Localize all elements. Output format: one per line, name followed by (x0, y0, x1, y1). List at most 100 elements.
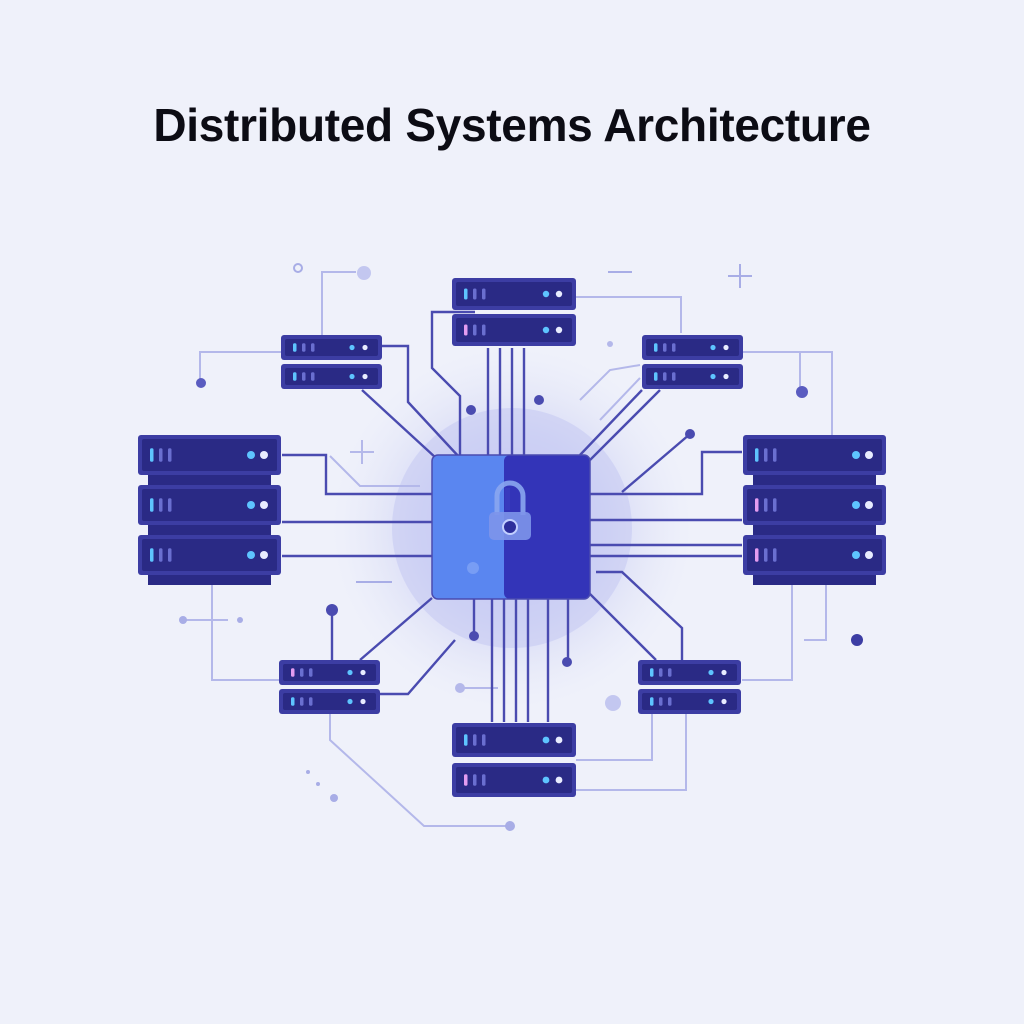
indicator-dot (260, 451, 268, 459)
server-unit (743, 435, 886, 475)
server-bottom-left (279, 660, 380, 714)
indicator-dot (710, 373, 716, 380)
status-led (293, 343, 297, 352)
indicator-dot (260, 551, 268, 559)
status-led (302, 372, 306, 381)
padlock-icon (489, 480, 531, 540)
status-led (293, 372, 297, 381)
status-led (764, 448, 768, 462)
status-led (302, 343, 306, 352)
status-led (482, 288, 486, 300)
status-led (659, 668, 663, 677)
status-led (168, 548, 172, 562)
status-led (300, 697, 304, 706)
status-led (159, 498, 163, 512)
central-secure-node (431, 454, 591, 600)
status-led (755, 548, 759, 562)
indicator-dot (362, 344, 368, 351)
indicator-dot (721, 669, 727, 676)
indicator-dot (555, 290, 563, 298)
indicator-dot (865, 551, 873, 559)
indicator-dot (708, 698, 714, 705)
indicator-dot (360, 669, 366, 676)
status-led (150, 498, 154, 512)
status-led (168, 448, 172, 462)
indicator-dot (360, 698, 366, 705)
status-led (291, 668, 295, 677)
status-led (473, 288, 477, 300)
indicator-dot (542, 736, 550, 744)
server-unit (138, 485, 281, 525)
page-title: Distributed Systems Architecture (153, 99, 871, 151)
indicator-dot (708, 669, 714, 676)
indicator-dot (555, 736, 563, 744)
status-led (668, 697, 672, 706)
status-led (755, 448, 759, 462)
server-unit (743, 485, 886, 525)
indicator-dot (247, 551, 255, 559)
status-led (668, 668, 672, 677)
status-led (311, 372, 315, 381)
server-unit (281, 364, 382, 389)
status-led (659, 697, 663, 706)
status-led (672, 372, 676, 381)
status-led (309, 697, 313, 706)
status-led (672, 343, 676, 352)
server-unit (279, 689, 380, 714)
status-led (650, 668, 654, 677)
indicator-dot (542, 326, 550, 334)
server-left (138, 435, 281, 585)
network-connectors (282, 310, 742, 722)
indicator-dot (347, 669, 353, 676)
server-unit (642, 335, 743, 360)
status-led (309, 668, 313, 677)
server-unit (638, 660, 741, 685)
status-led (773, 448, 777, 462)
indicator-dot (349, 344, 355, 351)
status-led (663, 343, 667, 352)
server-right (743, 435, 886, 585)
server-unit (138, 535, 281, 575)
status-led (773, 498, 777, 512)
indicator-dot (865, 451, 873, 459)
status-led (764, 498, 768, 512)
indicator-dot (865, 501, 873, 509)
status-led (150, 548, 154, 562)
status-led (482, 774, 486, 786)
indicator-dot (721, 698, 727, 705)
server-unit (452, 314, 576, 346)
status-led (654, 372, 658, 381)
decorative-dots (179, 263, 863, 831)
server-top-left (281, 335, 382, 389)
server-unit (743, 535, 886, 575)
status-led (663, 372, 667, 381)
status-led (482, 734, 486, 746)
status-led (473, 324, 477, 336)
server-unit (452, 278, 576, 310)
status-led (464, 288, 468, 300)
server-unit (138, 435, 281, 475)
indicator-dot (349, 373, 355, 380)
indicator-dot (542, 776, 550, 784)
indicator-dot (723, 373, 729, 380)
indicator-dot (723, 344, 729, 351)
background-connectors (184, 271, 833, 827)
server-unit (279, 660, 380, 685)
server-top-right (642, 335, 743, 389)
indicator-dot (852, 551, 860, 559)
status-led (473, 774, 477, 786)
status-led (464, 734, 468, 746)
status-led (473, 734, 477, 746)
server-bottom-right (638, 660, 741, 714)
status-led (773, 548, 777, 562)
status-led (168, 498, 172, 512)
status-led (764, 548, 768, 562)
indicator-dot (347, 698, 353, 705)
status-led (482, 324, 486, 336)
server-top-center (452, 278, 576, 346)
indicator-dot (852, 451, 860, 459)
indicator-dot (542, 290, 550, 298)
server-unit (642, 364, 743, 389)
indicator-dot (362, 373, 368, 380)
